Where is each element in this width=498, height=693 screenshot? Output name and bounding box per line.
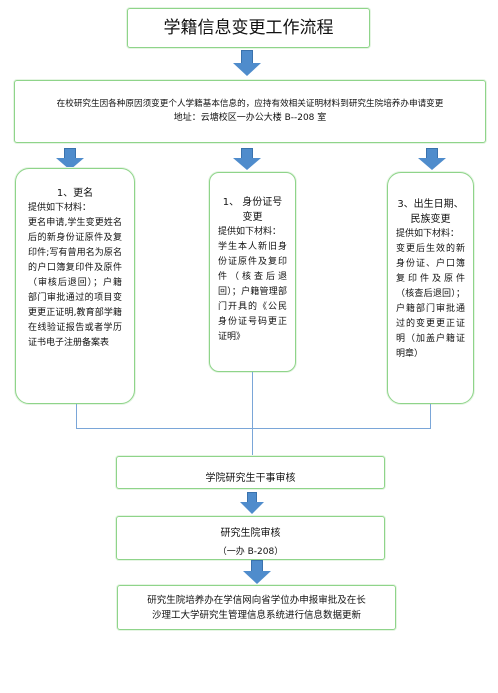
birth-ethnicity-sub: 提供如下材料： (396, 229, 460, 239)
final-step-text: 研究生院培养办在学信网向省学位办申报审批及在长 (147, 595, 366, 606)
arrow-down-icon (418, 148, 446, 170)
birth-ethnicity-box: 3、出生日期、 民族变更 提供如下材料： 变更后生效的新身份证、户口簿复印件及原… (387, 172, 474, 404)
college-review-box: 学院研究生干事审核 (116, 456, 385, 489)
grad-review-box: 研究生院审核 （一办 B-208） (116, 516, 385, 560)
arrow-down-icon (233, 148, 261, 170)
id-number-title-2: 变更 (242, 212, 263, 223)
id-number-sub: 提供如下材料： (218, 227, 282, 237)
intro-text: 在校研究生因各种原因须变更个人学籍基本信息的，应持有效相关证明材料到研究生院培养… (56, 99, 444, 109)
birth-ethnicity-title: 3、出生日期、 (397, 199, 464, 210)
birth-ethnicity-title-2: 民族变更 (410, 214, 451, 225)
page-title: 学籍信息变更工作流程 (163, 18, 334, 38)
id-number-title: 1、 身份证号 (222, 197, 283, 208)
connector-line (252, 428, 253, 456)
rename-box: 1、更名 提供如下材料： 更名申请,学生变更姓名后的新身份证原件及复印件;写有曾… (15, 168, 135, 404)
rename-body: 更名申请,学生变更姓名后的新身份证原件及复印件;写有曾用名为原名的户口簿复印件及… (28, 218, 122, 348)
rename-sub: 提供如下材料： (28, 203, 92, 213)
id-number-box: 1、 身份证号 变更 提供如下材料： 学生本人新旧身份证原件及复印件（核查后退回… (209, 172, 296, 372)
id-number-body: 学生本人新旧身份证原件及复印件（核查后退回）；户籍管理部门开具的《公民身份证号码… (218, 242, 287, 342)
grad-review-text: 研究生院审核 (220, 528, 281, 539)
intro-address: 地址：云塘校区一办公大楼 B--208 室 (173, 113, 327, 123)
connector-line (76, 404, 77, 428)
arrow-down-icon (243, 560, 271, 584)
arrow-down-icon (56, 148, 84, 170)
arrow-down-icon (233, 50, 261, 76)
title-box: 学籍信息变更工作流程 (127, 8, 370, 48)
final-step-box: 研究生院培养办在学信网向省学位办申报审批及在长 沙理工大学研究生管理信息系统进行… (117, 585, 396, 630)
rename-title: 1、更名 (56, 188, 94, 199)
arrow-down-icon (240, 492, 264, 514)
final-step-text-2: 沙理工大学研究生管理信息系统进行信息数据更新 (151, 610, 361, 621)
intro-box: 在校研究生因各种原因须变更个人学籍基本信息的，应持有效相关证明材料到研究生院培养… (14, 80, 486, 143)
connector-line (430, 404, 431, 428)
college-review-text: 学院研究生干事审核 (205, 473, 296, 484)
connector-line (76, 428, 431, 429)
grad-review-location: （一办 B-208） (217, 547, 284, 557)
connector-line (252, 372, 253, 428)
birth-ethnicity-body: 变更后生效的新身份证、户口簿复印件及原件（核查后退回）；户籍部门审批通过的变更更… (396, 244, 465, 359)
